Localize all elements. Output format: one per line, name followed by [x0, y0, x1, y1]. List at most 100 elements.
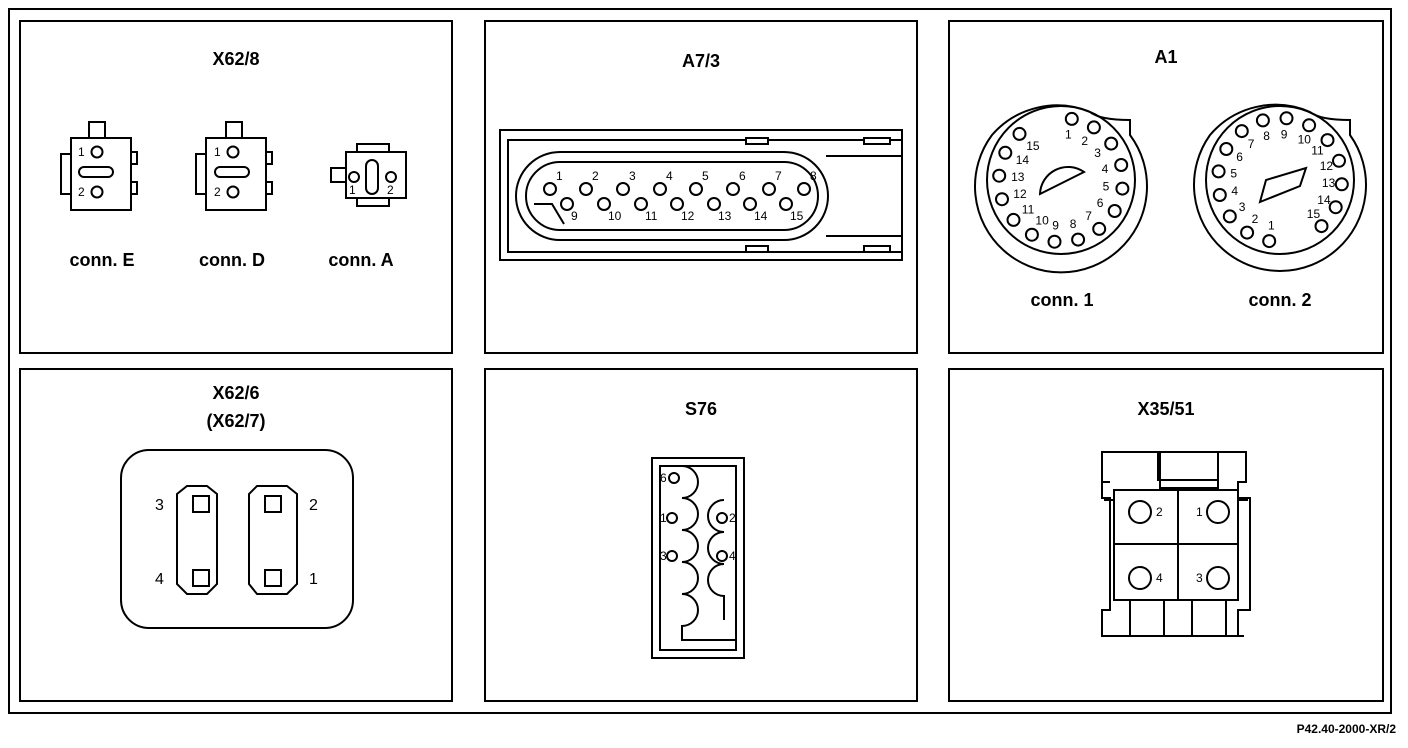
pin-label: 2 — [1081, 134, 1088, 148]
pin-label: 6 — [660, 471, 667, 485]
pin-hole — [1114, 158, 1129, 172]
pin-hole — [1012, 126, 1027, 141]
pin-label: 6 — [1236, 150, 1243, 164]
pin-hole — [1314, 219, 1329, 234]
pin-label: 2 — [592, 169, 599, 183]
pin-label: 2 — [78, 185, 85, 199]
pin-label: 10 — [1298, 132, 1312, 146]
pin-hole — [1302, 118, 1317, 133]
pin-label: 4 — [729, 549, 736, 563]
pin-label: 8 — [1070, 217, 1077, 231]
panel-title: X62/6 — [212, 383, 260, 403]
pin-label: 7 — [1248, 137, 1255, 151]
a1-conn1-body — [974, 104, 1148, 274]
pin-hole — [995, 192, 1009, 207]
pin-label: 9 — [1052, 219, 1059, 233]
pin-label: 15 — [790, 209, 804, 223]
pin-label: 12 — [1013, 187, 1027, 201]
pin-hole — [1255, 113, 1270, 128]
pin-hole — [1328, 200, 1343, 215]
x35-51-drawing: 2 1 4 3 — [1101, 451, 1251, 637]
pin-hole — [1092, 221, 1107, 236]
pin-label: 14 — [754, 209, 768, 223]
pin-label: 1 — [1065, 128, 1072, 142]
pin-label: 14 — [1016, 153, 1030, 167]
pin-label: 12 — [681, 209, 695, 223]
panel-title: A7/3 — [681, 51, 721, 71]
panel-title: A1 — [1154, 47, 1178, 67]
s76-drawing: 6 1 3 2 4 — [651, 457, 745, 659]
pin-hole — [1024, 227, 1039, 242]
pin-hole — [1240, 225, 1255, 240]
pin-label: 4 — [1156, 571, 1163, 585]
pin-label: 11 — [645, 209, 658, 223]
panel-a7-3: A7/3 — [484, 20, 918, 354]
pin-label: 5 — [1103, 179, 1110, 193]
pin-label: 2 — [214, 185, 221, 199]
panel-x62-8: X62/8 — [19, 20, 453, 354]
a7-3-drawing: 1 2 3 4 5 6 7 8 9 10 11 12 13 14 15 — [499, 129, 903, 261]
pin-label: 11 — [1311, 143, 1324, 157]
pin-label: 1 — [660, 511, 667, 525]
pin-label: 3 — [1196, 571, 1203, 585]
connector-label: conn. 2 — [1248, 290, 1312, 310]
pin-hole — [1279, 111, 1294, 126]
pin-label: 9 — [571, 209, 578, 223]
pin-hole — [1219, 142, 1234, 156]
pin-label: 1 — [78, 145, 85, 159]
pin-hole — [1332, 153, 1346, 168]
pin-label: 8 — [1263, 129, 1270, 143]
pin-label: 13 — [1011, 170, 1025, 184]
pin-label: 11 — [1022, 203, 1035, 217]
pin-hole — [1047, 234, 1062, 249]
pin-label: 3 — [155, 497, 164, 514]
pin-label: 1 — [1268, 218, 1275, 232]
pin-label: 3 — [1239, 200, 1246, 214]
connector-e-body — [60, 121, 138, 211]
figure-code: P42.40-2000-XR/2 — [1296, 722, 1396, 736]
pin-hole — [1211, 164, 1226, 179]
pin-hole — [1107, 204, 1122, 218]
pin-label: 5 — [1230, 167, 1237, 181]
pin-label: 15 — [1307, 207, 1321, 221]
pin-hole — [1064, 111, 1079, 126]
pin-label: 4 — [1231, 184, 1238, 198]
pin-label: 13 — [1322, 176, 1336, 190]
pin-hole — [998, 145, 1013, 160]
pin-hole — [1086, 120, 1101, 135]
pin-label: 1 — [556, 169, 563, 183]
x62-6-drawing: 3 4 2 1 — [120, 449, 354, 629]
pin-label: 7 — [1085, 209, 1092, 223]
pin-label: 6 — [739, 169, 746, 183]
panel-x62-6: X62/6 (X62/7) 3 4 2 1 — [19, 368, 453, 702]
connector-a-body — [330, 143, 407, 207]
pin-hole — [992, 168, 1007, 183]
pin-hole — [1212, 188, 1227, 202]
pin-label: 14 — [1317, 193, 1331, 207]
pin-label: 9 — [1281, 127, 1288, 141]
pin-hole — [1334, 177, 1349, 192]
connector-label: conn. E — [69, 250, 135, 270]
connector-label: conn. A — [328, 250, 394, 270]
panel-s76: S76 6 1 3 2 4 — [484, 368, 918, 702]
pin-label: 2 — [1156, 505, 1163, 519]
pin-label: 1 — [1196, 505, 1203, 519]
pin-label: 8 — [810, 169, 817, 183]
pin-label: 4 — [155, 571, 164, 588]
pin-label: 3 — [1094, 146, 1101, 160]
pin-hole — [1234, 124, 1249, 139]
panel-subtitle: (X62/7) — [206, 411, 266, 431]
pin-label: 2 — [387, 183, 394, 197]
panel-title: X62/8 — [212, 49, 260, 69]
pin-label: 3 — [660, 549, 667, 563]
pin-label: 1 — [349, 183, 356, 197]
pin-hole — [1262, 234, 1277, 249]
pin-label: 2 — [729, 511, 736, 525]
pin-hole — [1071, 232, 1086, 247]
pin-label: 13 — [718, 209, 732, 223]
pin-label: 2 — [309, 497, 318, 514]
pin-hole — [1320, 133, 1335, 148]
pin-label: 12 — [1320, 159, 1334, 173]
